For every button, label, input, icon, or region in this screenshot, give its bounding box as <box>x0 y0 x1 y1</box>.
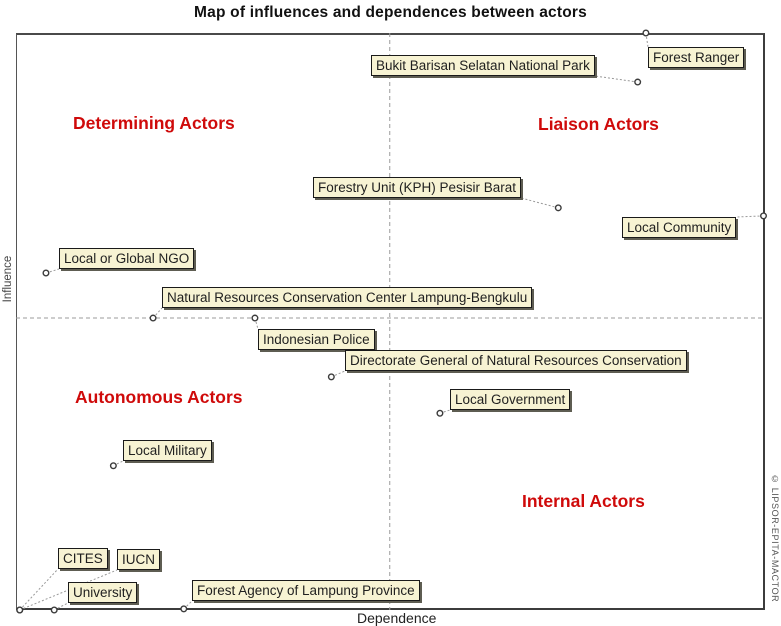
quadrant-label-autonomous-actors: Autonomous Actors <box>75 387 243 407</box>
chart-title: Map of influences and dependences betwee… <box>194 4 587 21</box>
actor-label-natural-resources-conservation-center-lampung-bengkulu[interactable]: Natural Resources Conservation Center La… <box>162 287 533 308</box>
actor-label-local-government[interactable]: Local Government <box>450 389 571 410</box>
actor-label-cites[interactable]: CITES <box>58 548 108 569</box>
quadrant-label-liaison-actors: Liaison Actors <box>538 114 659 134</box>
actor-label-indonesian-police[interactable]: Indonesian Police <box>258 329 375 350</box>
actor-label-forest-ranger[interactable]: Forest Ranger <box>648 47 745 68</box>
actor-label-iucn[interactable]: IUCN <box>117 549 160 570</box>
plot-area <box>16 33 765 610</box>
actor-label-bukit-barisan-selatan-national-park[interactable]: Bukit Barisan Selatan National Park <box>371 55 595 76</box>
actor-label-forest-agency-of-lampung-province[interactable]: Forest Agency of Lampung Province <box>192 580 420 601</box>
actor-label-university[interactable]: University <box>68 582 138 603</box>
watermark-lipsor-epita-mactor: © LIPSOR-EPITA-MACTOR <box>770 474 780 603</box>
actor-label-local-or-global-ngo[interactable]: Local or Global NGO <box>59 248 195 269</box>
x-axis-label: Dependence <box>357 610 437 626</box>
actor-label-directorate-general-of-natural-resources-conservation[interactable]: Directorate General of Natural Resources… <box>345 350 687 371</box>
quadrant-label-internal-actors: Internal Actors <box>522 491 645 511</box>
actor-label-local-military[interactable]: Local Military <box>123 440 212 461</box>
y-axis-label: Influence <box>2 255 14 303</box>
actor-label-local-community[interactable]: Local Community <box>622 217 737 238</box>
quadrant-label-determining-actors: Determining Actors <box>73 113 235 133</box>
actor-label-forestry-unit-kph-pesisir-barat[interactable]: Forestry Unit (KPH) Pesisir Barat <box>313 177 522 198</box>
